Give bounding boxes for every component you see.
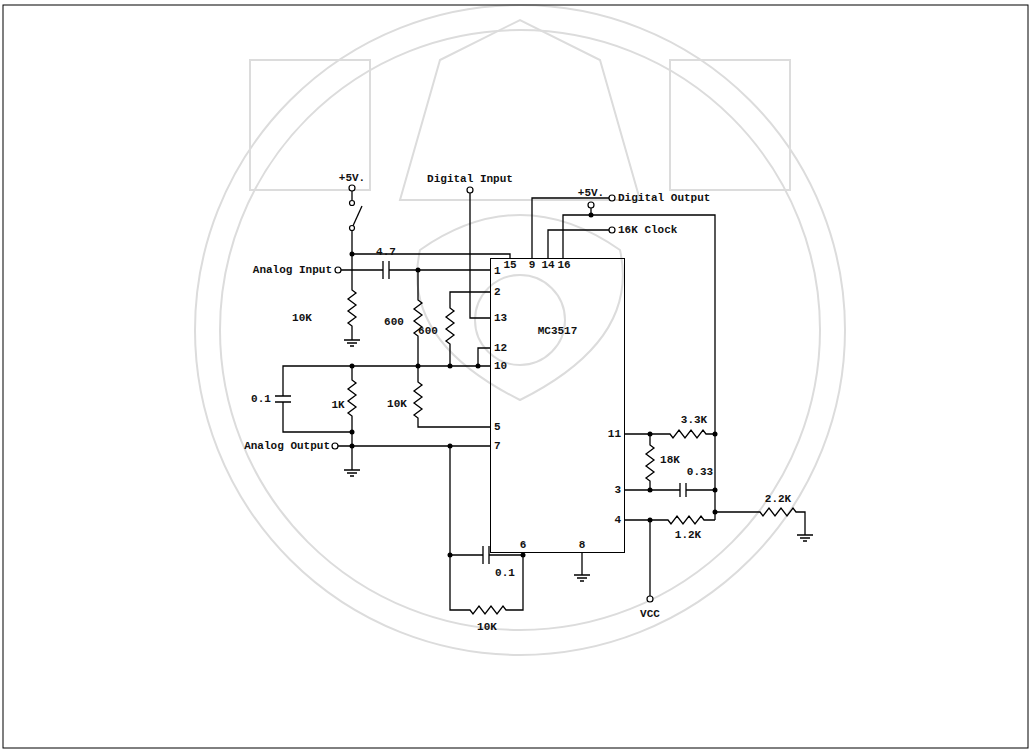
pin-number: 4 [614,514,621,526]
component-value: 18K [660,454,680,466]
component-value: 10K [387,398,407,410]
pin-number: 3 [614,484,621,496]
component-value: 0.33 [687,466,713,478]
terminals [332,185,653,602]
component-value: 0.1 [495,567,515,579]
pin-number: 7 [494,440,501,452]
pin-number: 6 [520,539,527,551]
watermark-seal [195,5,845,655]
ic-chip: MC3517 [490,258,625,553]
component-value: 2.2K [765,493,791,505]
component-value: 4.7 [376,246,396,258]
pin-number: 10 [494,360,507,372]
pin-number: 16 [557,259,570,271]
component-value: 0.1 [251,393,271,405]
voltage-label: VCC [640,608,660,620]
pin-number: 13 [494,312,507,324]
frame [3,5,1028,748]
pin-number: 11 [608,428,621,440]
component-value: 3.3K [681,414,707,426]
component-value: 600 [384,316,404,328]
signal-name: Analog Input [253,264,332,276]
pin-number: 1 [494,265,501,277]
voltage-label: +5V. [578,187,604,199]
pin-number: 12 [494,342,507,354]
signal-name: Analog Output [244,440,330,452]
component-value: 600 [418,325,438,337]
pin-number: 14 [541,259,554,271]
voltage-label: +5V. [339,172,365,184]
pin-number: 8 [579,539,586,551]
pin-number: 15 [503,259,516,271]
signal-name: 16K Clock [618,224,677,236]
pin-number: 9 [529,259,536,271]
component-value: 1K [331,399,344,411]
chip-name: MC3517 [491,325,624,337]
junction-dots [350,213,718,558]
wires [275,191,813,614]
component-value: 1.2K [675,529,701,541]
pin-number: 5 [494,421,501,433]
signal-name: Digital Input [427,173,513,185]
component-value: 10K [292,312,312,324]
signal-name: Digital Output [618,192,710,204]
component-value: 10K [477,621,497,633]
pin-number: 2 [494,286,501,298]
